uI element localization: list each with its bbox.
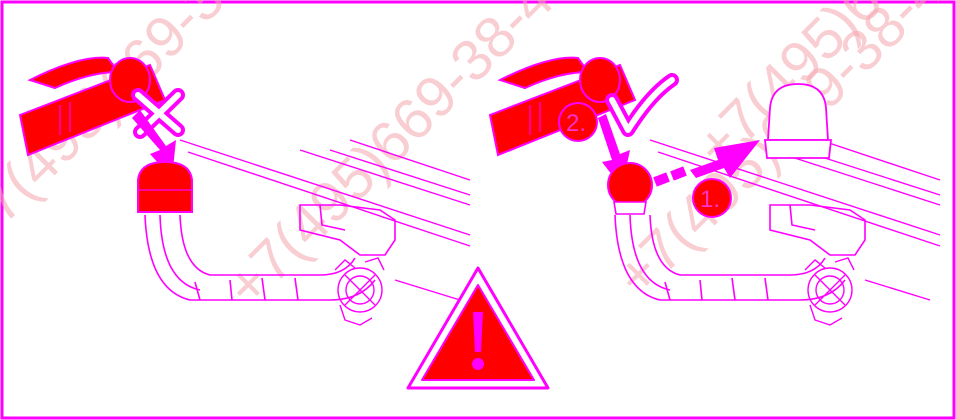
tow-ball-red: [608, 163, 652, 214]
watermark-text: +7(495)669-38-48: [213, 0, 588, 319]
step-two-label: 2.: [566, 110, 586, 137]
protective-cap: [765, 84, 831, 158]
step-one-marker: 1.: [693, 179, 731, 217]
step-two-marker: 2.: [559, 103, 597, 141]
ratchet-mechanism: [335, 258, 384, 325]
ratchet-mechanism: [805, 258, 854, 325]
warning-triangle-icon: [408, 268, 548, 388]
tow-ball-cap-red: [138, 162, 192, 212]
step-one-label: 1.: [700, 186, 720, 213]
right-panel-correct: 2. 1.: [490, 58, 940, 325]
